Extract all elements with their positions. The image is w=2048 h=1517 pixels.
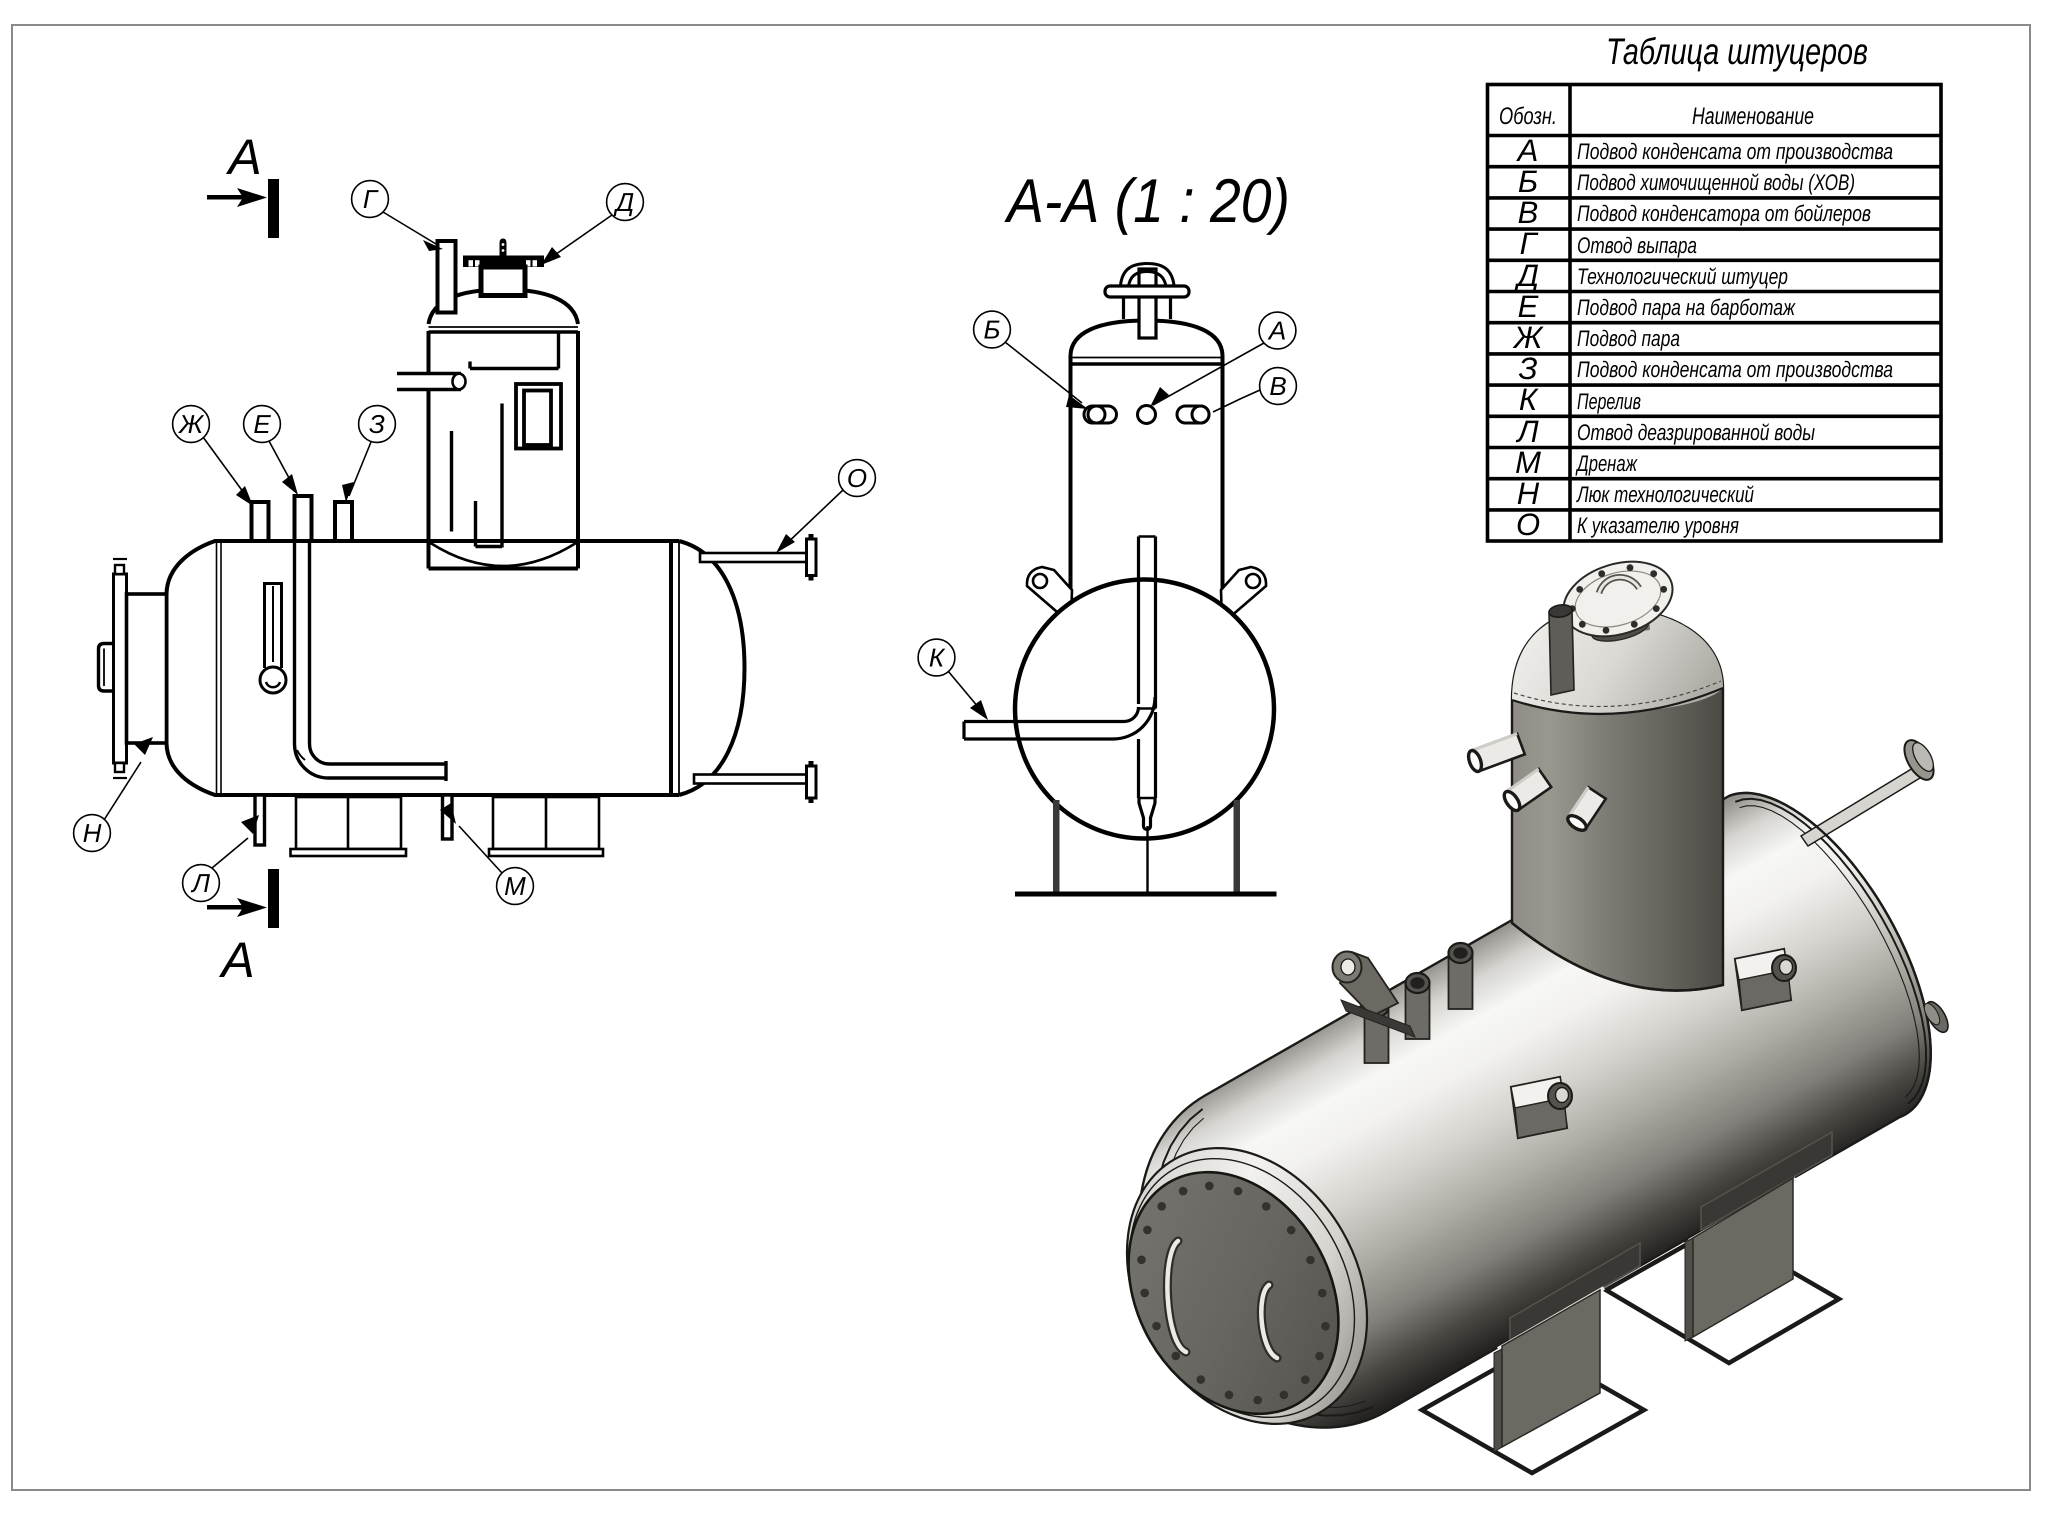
svg-text:Подвод конденсата от производс: Подвод конденсата от производства [1577,357,1893,382]
svg-text:Технологический штуцер: Технологический штуцер [1577,264,1788,289]
svg-text:Е: Е [253,409,271,439]
svg-text:В: В [1269,371,1286,401]
svg-text:О: О [847,463,867,493]
svg-text:Н: Н [1517,476,1540,511]
svg-text:Б: Б [984,315,1001,345]
svg-text:А-А (1 : 20): А-А (1 : 20) [1003,167,1290,236]
svg-text:Г: Г [363,184,379,214]
svg-text:Наименование: Наименование [1692,103,1814,130]
svg-text:Перелив: Перелив [1577,389,1641,414]
svg-text:Б: Б [1518,164,1538,199]
svg-text:Обозн.: Обозн. [1499,103,1557,130]
svg-text:Е: Е [1518,289,1539,324]
svg-text:А: А [1267,316,1286,346]
svg-text:К: К [929,643,946,673]
svg-text:О: О [1516,507,1540,542]
svg-text:Подвод конденсата от производс: Подвод конденсата от производства [1577,139,1893,164]
svg-text:Ж: Ж [177,409,205,439]
svg-text:Отвод выпара: Отвод выпара [1577,233,1697,258]
svg-text:К указателю уровня: К указателю уровня [1577,513,1739,538]
svg-text:Отвод деазрированной воды: Отвод деазрированной воды [1577,420,1815,445]
svg-text:Л: Л [1515,414,1539,449]
svg-text:А: А [218,932,254,988]
svg-text:А: А [1516,133,1539,168]
svg-text:Подвод химочищенной воды (ХОВ): Подвод химочищенной воды (ХОВ) [1577,170,1855,195]
svg-text:З: З [369,409,385,439]
svg-text:Г: Г [1520,226,1539,261]
svg-text:Н: Н [83,818,102,848]
svg-text:Подвод пара: Подвод пара [1577,326,1680,351]
svg-text:Подвод конденсатора от бойлеро: Подвод конденсатора от бойлеров [1577,201,1871,226]
svg-text:Подвод пара на барботаж: Подвод пара на барботаж [1577,295,1796,320]
svg-text:Ж: Ж [1512,320,1544,355]
svg-text:Таблица штуцеров: Таблица штуцеров [1606,31,1868,72]
svg-text:Д: Д [1514,258,1539,293]
svg-text:Дренаж: Дренаж [1575,451,1638,476]
svg-text:З: З [1518,351,1537,386]
svg-text:М: М [504,871,526,901]
svg-text:В: В [1518,195,1539,230]
svg-text:Л: Л [190,868,210,898]
svg-text:Д: Д [613,187,634,217]
svg-text:Люк технологический: Люк технологический [1575,482,1754,507]
svg-text:К: К [1519,382,1539,417]
svg-text:М: М [1515,445,1541,480]
svg-text:А: А [225,129,261,185]
